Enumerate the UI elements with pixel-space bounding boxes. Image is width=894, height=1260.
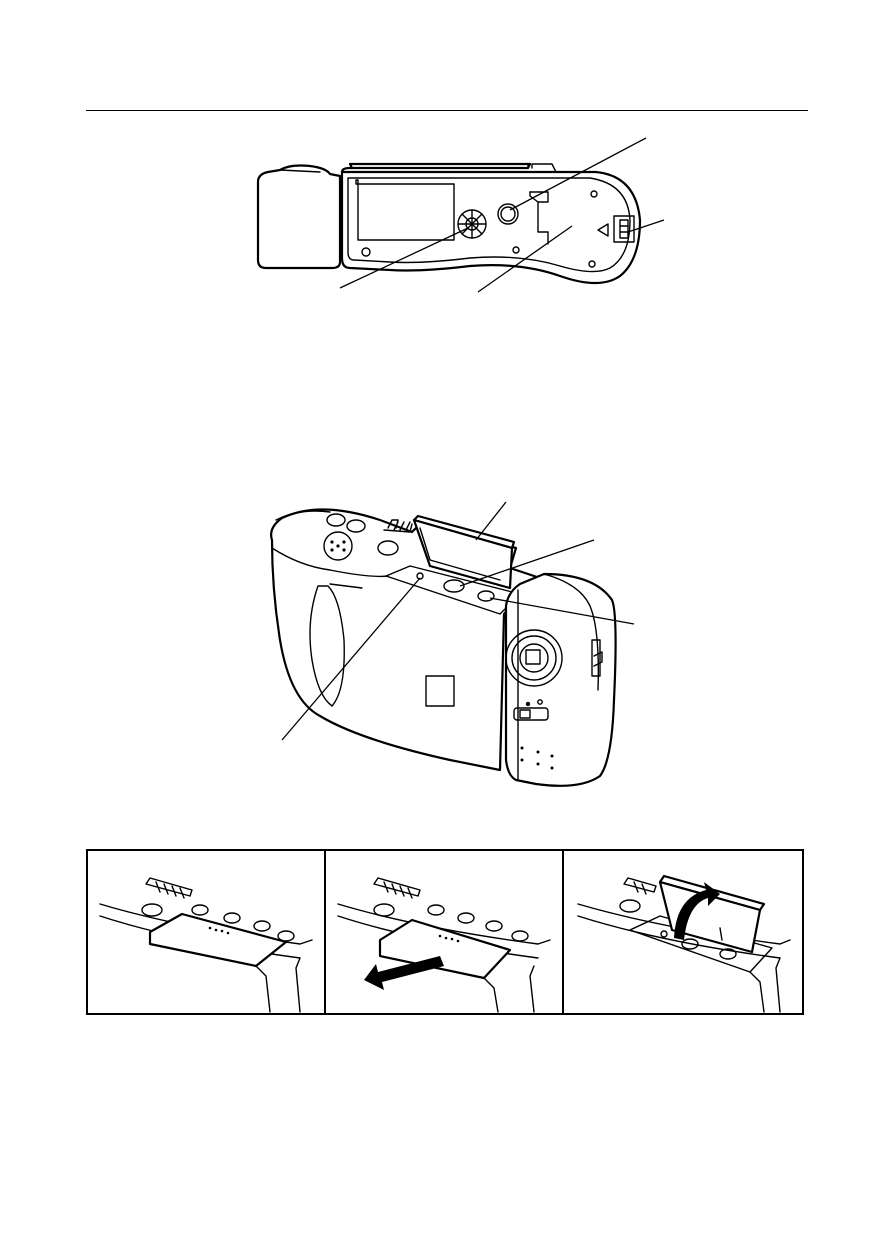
camera-bottom-figure <box>256 137 665 293</box>
step-2-slide-cover <box>337 877 551 1013</box>
steps-panel-frame <box>86 849 804 1015</box>
step-3-lift-cover <box>577 874 791 1013</box>
panel-divider-1 <box>324 849 326 1015</box>
step-1-cover-closed <box>99 877 313 1013</box>
panel-divider-2 <box>562 849 564 1015</box>
camera-front-figure <box>270 501 635 787</box>
header-rule <box>86 110 808 111</box>
